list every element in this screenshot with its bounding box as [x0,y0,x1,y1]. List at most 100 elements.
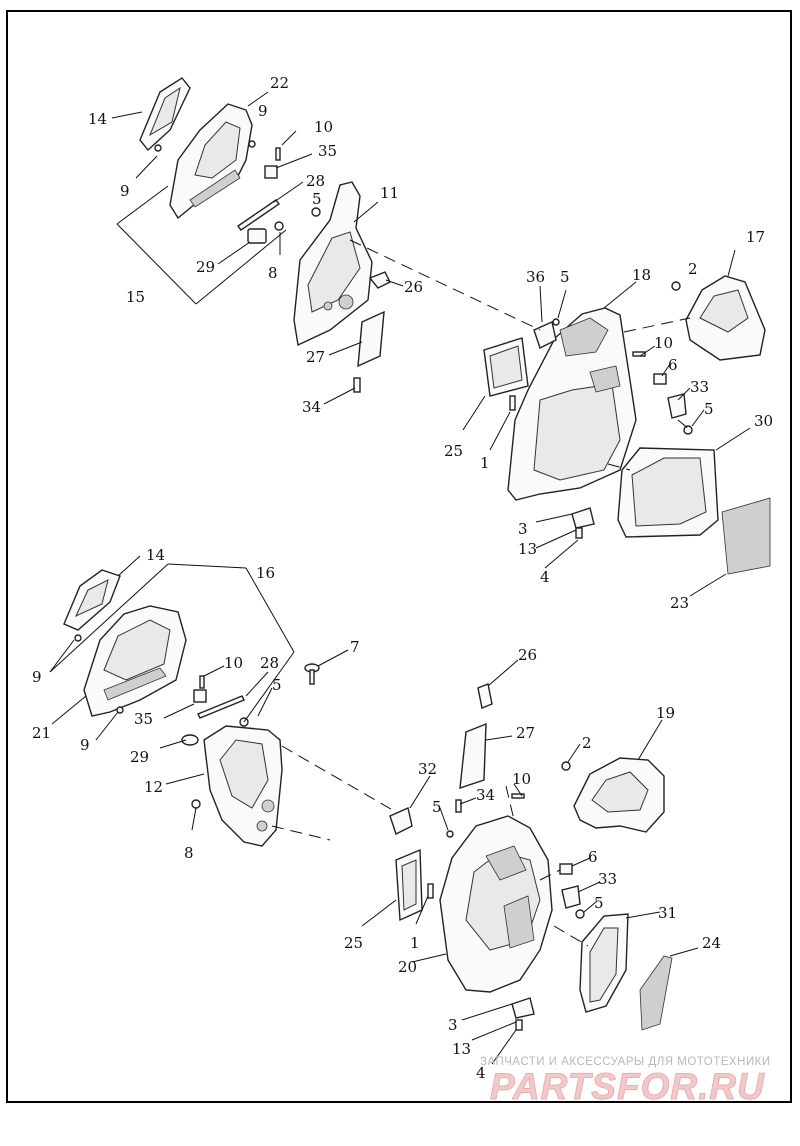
part-strap-clamp-upper [571,507,595,539]
callout-upper-5: 9 [120,182,130,200]
part-clip-32 [389,807,413,835]
watermark-logo: PARTSFOR.RU [490,1066,765,1108]
callout-lower-6: 21 [32,724,51,742]
callout-upper-10: 8 [268,264,278,282]
callout-lower-4: 28 [260,654,279,672]
part-grille-24 [639,955,673,1031]
callout-lower-24: 25 [344,934,363,952]
leader-lines-lower [49,555,699,1065]
callout-lower-16: 32 [418,760,437,778]
callout-upper-13: 27 [306,348,325,366]
callout-lower-11: 12 [144,778,163,796]
callout-lower-9: 9 [80,736,90,754]
callout-upper-23: 33 [690,378,709,396]
part-grille-23 [721,497,771,575]
part-knob-7 [304,663,320,685]
callout-lower-18: 8 [184,844,194,862]
callout-upper-1: 22 [270,74,289,92]
callout-lower-21: 6 [588,848,598,866]
callout-lower-13: 19 [656,704,675,722]
callout-upper-30: 23 [670,594,689,612]
part-outer-frame-30 [617,447,719,538]
callout-upper-18: 2 [688,260,698,278]
hardware-upper [154,140,693,435]
callout-lower-23: 5 [594,894,604,912]
part-clips-6-33-lower [559,863,581,909]
callout-upper-9: 29 [196,258,215,276]
callout-upper-12: 26 [404,278,423,296]
callout-lower-5: 7 [350,638,360,656]
callout-upper-16: 5 [560,268,570,286]
callout-lower-26: 31 [658,904,677,922]
callout-lower-27: 20 [398,958,417,976]
callout-upper-24: 5 [704,400,714,418]
callout-upper-17: 18 [632,266,651,284]
callout-upper-19: 17 [746,228,765,246]
callout-lower-25: 1 [410,934,420,952]
callout-upper-28: 13 [518,540,537,558]
callout-upper-15: 36 [526,268,545,286]
watermark-tagline: ЗАПЧАСТИ И АКСЕССУАРЫ ДЛЯ МОТОТЕХНИКИ [480,1056,771,1068]
part-bracket-rod-upper [237,165,280,244]
part-inner-body-11 [293,181,373,347]
part-main-housing-20 [439,815,553,993]
callout-upper-11: 15 [126,288,145,306]
callout-lower-14: 27 [516,724,535,742]
part-cap-19 [573,757,665,833]
part-bracket-rod-lower [181,689,245,746]
part-gasket-25-upper [483,337,529,397]
callout-lower-1: 16 [256,564,275,582]
part-gasket-25-lower [395,848,423,922]
part-outer-frame-31 [579,913,629,1013]
part-outer-cover-lower [83,605,187,717]
callout-upper-29: 4 [540,568,550,586]
callout-upper-27: 3 [518,520,528,538]
callout-lower-19: 5 [432,798,442,816]
callout-lower-3: 10 [224,654,243,672]
part-clip-plate-pin-upper [353,271,391,393]
callout-lower-17: 10 [512,770,531,788]
callout-lower-29: 3 [448,1016,458,1034]
part-main-housing-18 [507,307,637,501]
part-clip-plate-lower [459,683,493,790]
callout-upper-3: 10 [314,118,333,136]
part-grille-plate-upper [139,77,191,152]
callout-lower-15: 2 [582,734,592,752]
part-clips-6-33-upper [653,373,687,419]
callout-lower-10: 29 [130,748,149,766]
callout-upper-6: 28 [306,172,325,190]
hardware-lower [74,634,585,919]
callout-upper-14: 34 [302,398,321,416]
callout-lower-28: 24 [702,934,721,952]
callout-upper-20: 10 [654,334,673,352]
part-strap-clamp-lower [511,997,535,1031]
part-grille-plate-lower [63,569,121,631]
callout-upper-25: 1 [480,454,490,472]
part-cap-17 [685,275,766,361]
callout-upper-2: 9 [258,102,268,120]
part-inner-body-12 [203,725,283,847]
callout-lower-12: 26 [518,646,537,664]
callout-lower-0: 14 [146,546,165,564]
callout-lower-2: 9 [32,668,42,686]
callout-lower-20: 34 [476,786,495,804]
callout-upper-4: 35 [318,142,337,160]
callout-upper-7: 5 [312,190,322,208]
part-outer-cover-upper [169,103,253,220]
part-clip-36 [533,321,557,349]
diagram-frame [6,10,792,1103]
callout-upper-21: 6 [668,356,678,374]
leader-lines-upper [111,91,751,597]
callout-lower-31: 4 [476,1064,486,1082]
callout-upper-22: 25 [444,442,463,460]
callout-lower-30: 13 [452,1040,471,1058]
callout-upper-26: 30 [754,412,773,430]
callout-upper-8: 11 [380,184,399,202]
callout-lower-8: 35 [134,710,153,728]
callout-upper-0: 14 [88,110,107,128]
callout-lower-7: 5 [272,676,282,694]
callout-lower-22: 33 [598,870,617,888]
